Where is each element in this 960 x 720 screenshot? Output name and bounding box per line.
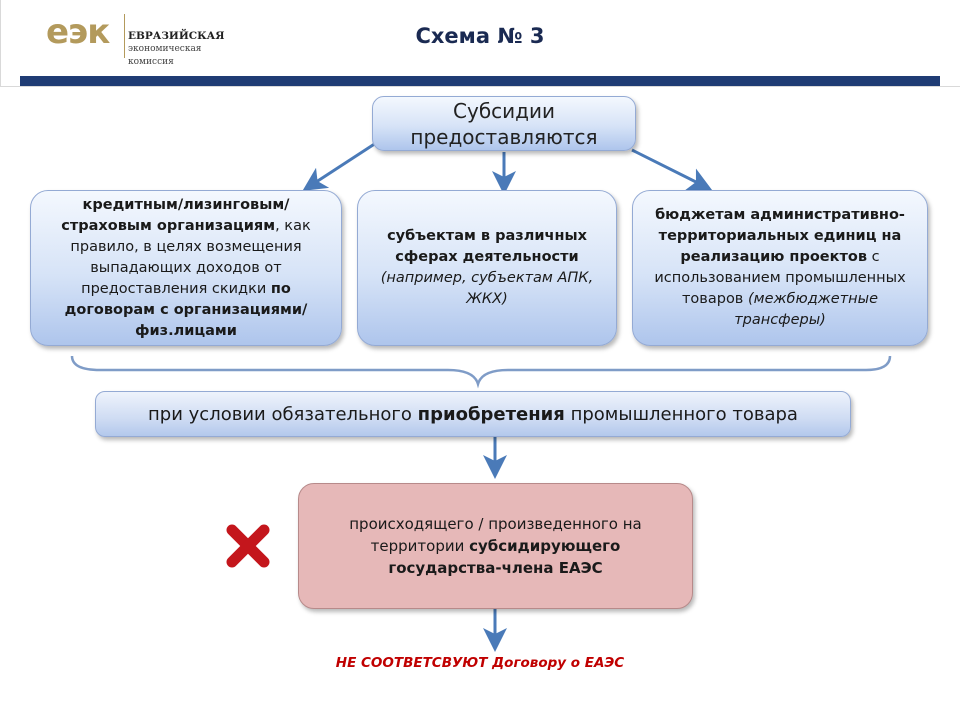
arrow-to-left-box bbox=[302, 141, 377, 191]
right-box-italic: (межбюджетные трансферы) bbox=[734, 291, 879, 328]
credit-organizations-box: кредитным/лизинговым/ страховым организа… bbox=[30, 190, 342, 346]
page-title: Схема № 3 bbox=[415, 24, 545, 48]
header-left-line bbox=[0, 0, 1, 86]
pink-box-text: происходящего / произведенного на террит… bbox=[349, 515, 642, 555]
grouping-brace bbox=[70, 355, 892, 389]
right-box-text: с использованием промышленных товаров bbox=[654, 249, 906, 307]
header-bar bbox=[20, 76, 940, 86]
origin-requirement-box: происходящего / произведенного на террит… bbox=[298, 483, 693, 609]
condition-text-1: при условии обязательного bbox=[148, 403, 418, 425]
right-box-bold: бюджетам административно-территориальных… bbox=[655, 207, 905, 265]
condition-bold: приобретения bbox=[417, 403, 565, 425]
red-cross-icon bbox=[226, 524, 270, 568]
noncompliance-note: НЕ СООТВЕТСВУЮТ Договору о ЕАЭС bbox=[335, 655, 625, 671]
subsidies-line-2: предоставляются bbox=[410, 124, 598, 149]
pink-box-bold: субсидирующего государства-члена ЕАЭС bbox=[388, 537, 621, 577]
subsidies-line-1: Субсидии bbox=[453, 98, 555, 123]
logo-line-1: ЕВРАЗИЙСКАЯ bbox=[128, 30, 225, 42]
mid-box-bold: субъектам в различных сферах деятельност… bbox=[387, 228, 587, 265]
left-box-bold-2: по договорам с организациями/физ.лицами bbox=[64, 280, 308, 339]
condition-text-2: промышленного товара bbox=[564, 403, 798, 425]
mid-box-italic: (например, субъектам АПК, ЖКХ) bbox=[380, 270, 594, 307]
logo-line-2: экономическая bbox=[128, 44, 202, 54]
left-box-bold-1: кредитным/лизинговым/ страховым организа… bbox=[61, 196, 290, 234]
business-entities-box: субъектам в различных сферах деятельност… bbox=[357, 190, 617, 346]
logo-text: ЕВРАЗИЙСКАЯ экономическая комиссия bbox=[128, 30, 248, 69]
logo-mark: еэк bbox=[46, 12, 110, 52]
header-rule bbox=[0, 86, 960, 87]
subsidies-box: Субсидии предоставляются bbox=[372, 96, 636, 151]
left-box-text: , как правило, в целях возмещения выпада… bbox=[70, 217, 311, 297]
logo-line-3: комиссия bbox=[128, 57, 174, 67]
regional-budgets-box: бюджетам административно-территориальных… bbox=[632, 190, 928, 346]
arrow-to-right-box bbox=[631, 148, 713, 191]
purchase-condition-box: при условии обязательного приобретения п… bbox=[95, 391, 851, 437]
logo-divider bbox=[124, 14, 125, 58]
